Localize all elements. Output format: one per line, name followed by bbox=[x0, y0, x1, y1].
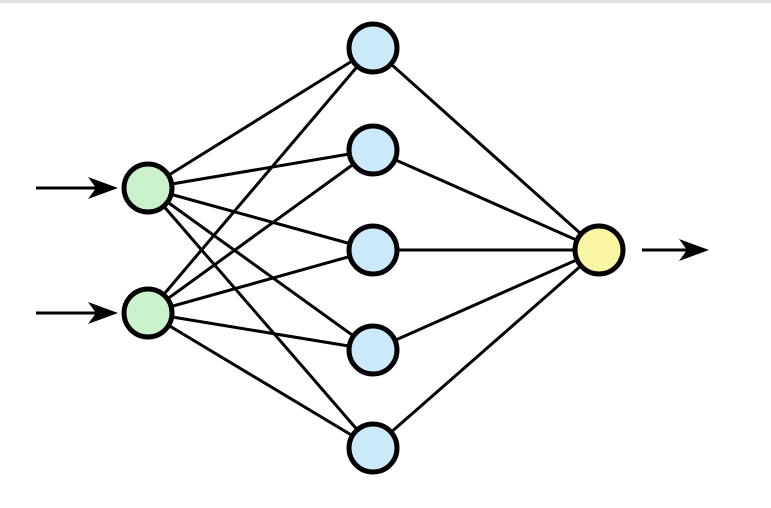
hidden-node-2 bbox=[346, 123, 400, 177]
hidden-node-5 bbox=[346, 421, 400, 475]
input-node-2 bbox=[121, 286, 175, 340]
edge-hidden1-output1 bbox=[372, 46, 600, 252]
edge-input2-hidden2 bbox=[147, 148, 374, 315]
edge-input1-hidden2 bbox=[147, 148, 374, 190]
top-border-line bbox=[0, 0, 771, 3]
edge-input2-hidden5 bbox=[147, 311, 374, 450]
edges-group bbox=[146, 46, 600, 450]
edge-input1-hidden3 bbox=[147, 186, 374, 252]
edge-input2-hidden4 bbox=[147, 311, 374, 352]
hidden-node-1 bbox=[346, 21, 400, 75]
edge-input1-hidden5 bbox=[146, 187, 375, 449]
edge-hidden5-output1 bbox=[372, 248, 600, 450]
edge-input2-hidden3 bbox=[147, 248, 374, 315]
edge-hidden4-output1 bbox=[372, 248, 600, 352]
arrows-group bbox=[36, 177, 709, 324]
output-node-1 bbox=[572, 223, 626, 277]
input-node-1 bbox=[121, 161, 175, 215]
hidden-node-4 bbox=[346, 323, 400, 377]
edge-input2-hidden1 bbox=[146, 47, 375, 314]
hidden-node-3 bbox=[346, 223, 400, 277]
edge-input1-hidden4 bbox=[147, 186, 374, 352]
edge-input1-hidden1 bbox=[147, 46, 374, 190]
edge-hidden2-output1 bbox=[372, 148, 600, 252]
nodes-group bbox=[121, 21, 626, 475]
